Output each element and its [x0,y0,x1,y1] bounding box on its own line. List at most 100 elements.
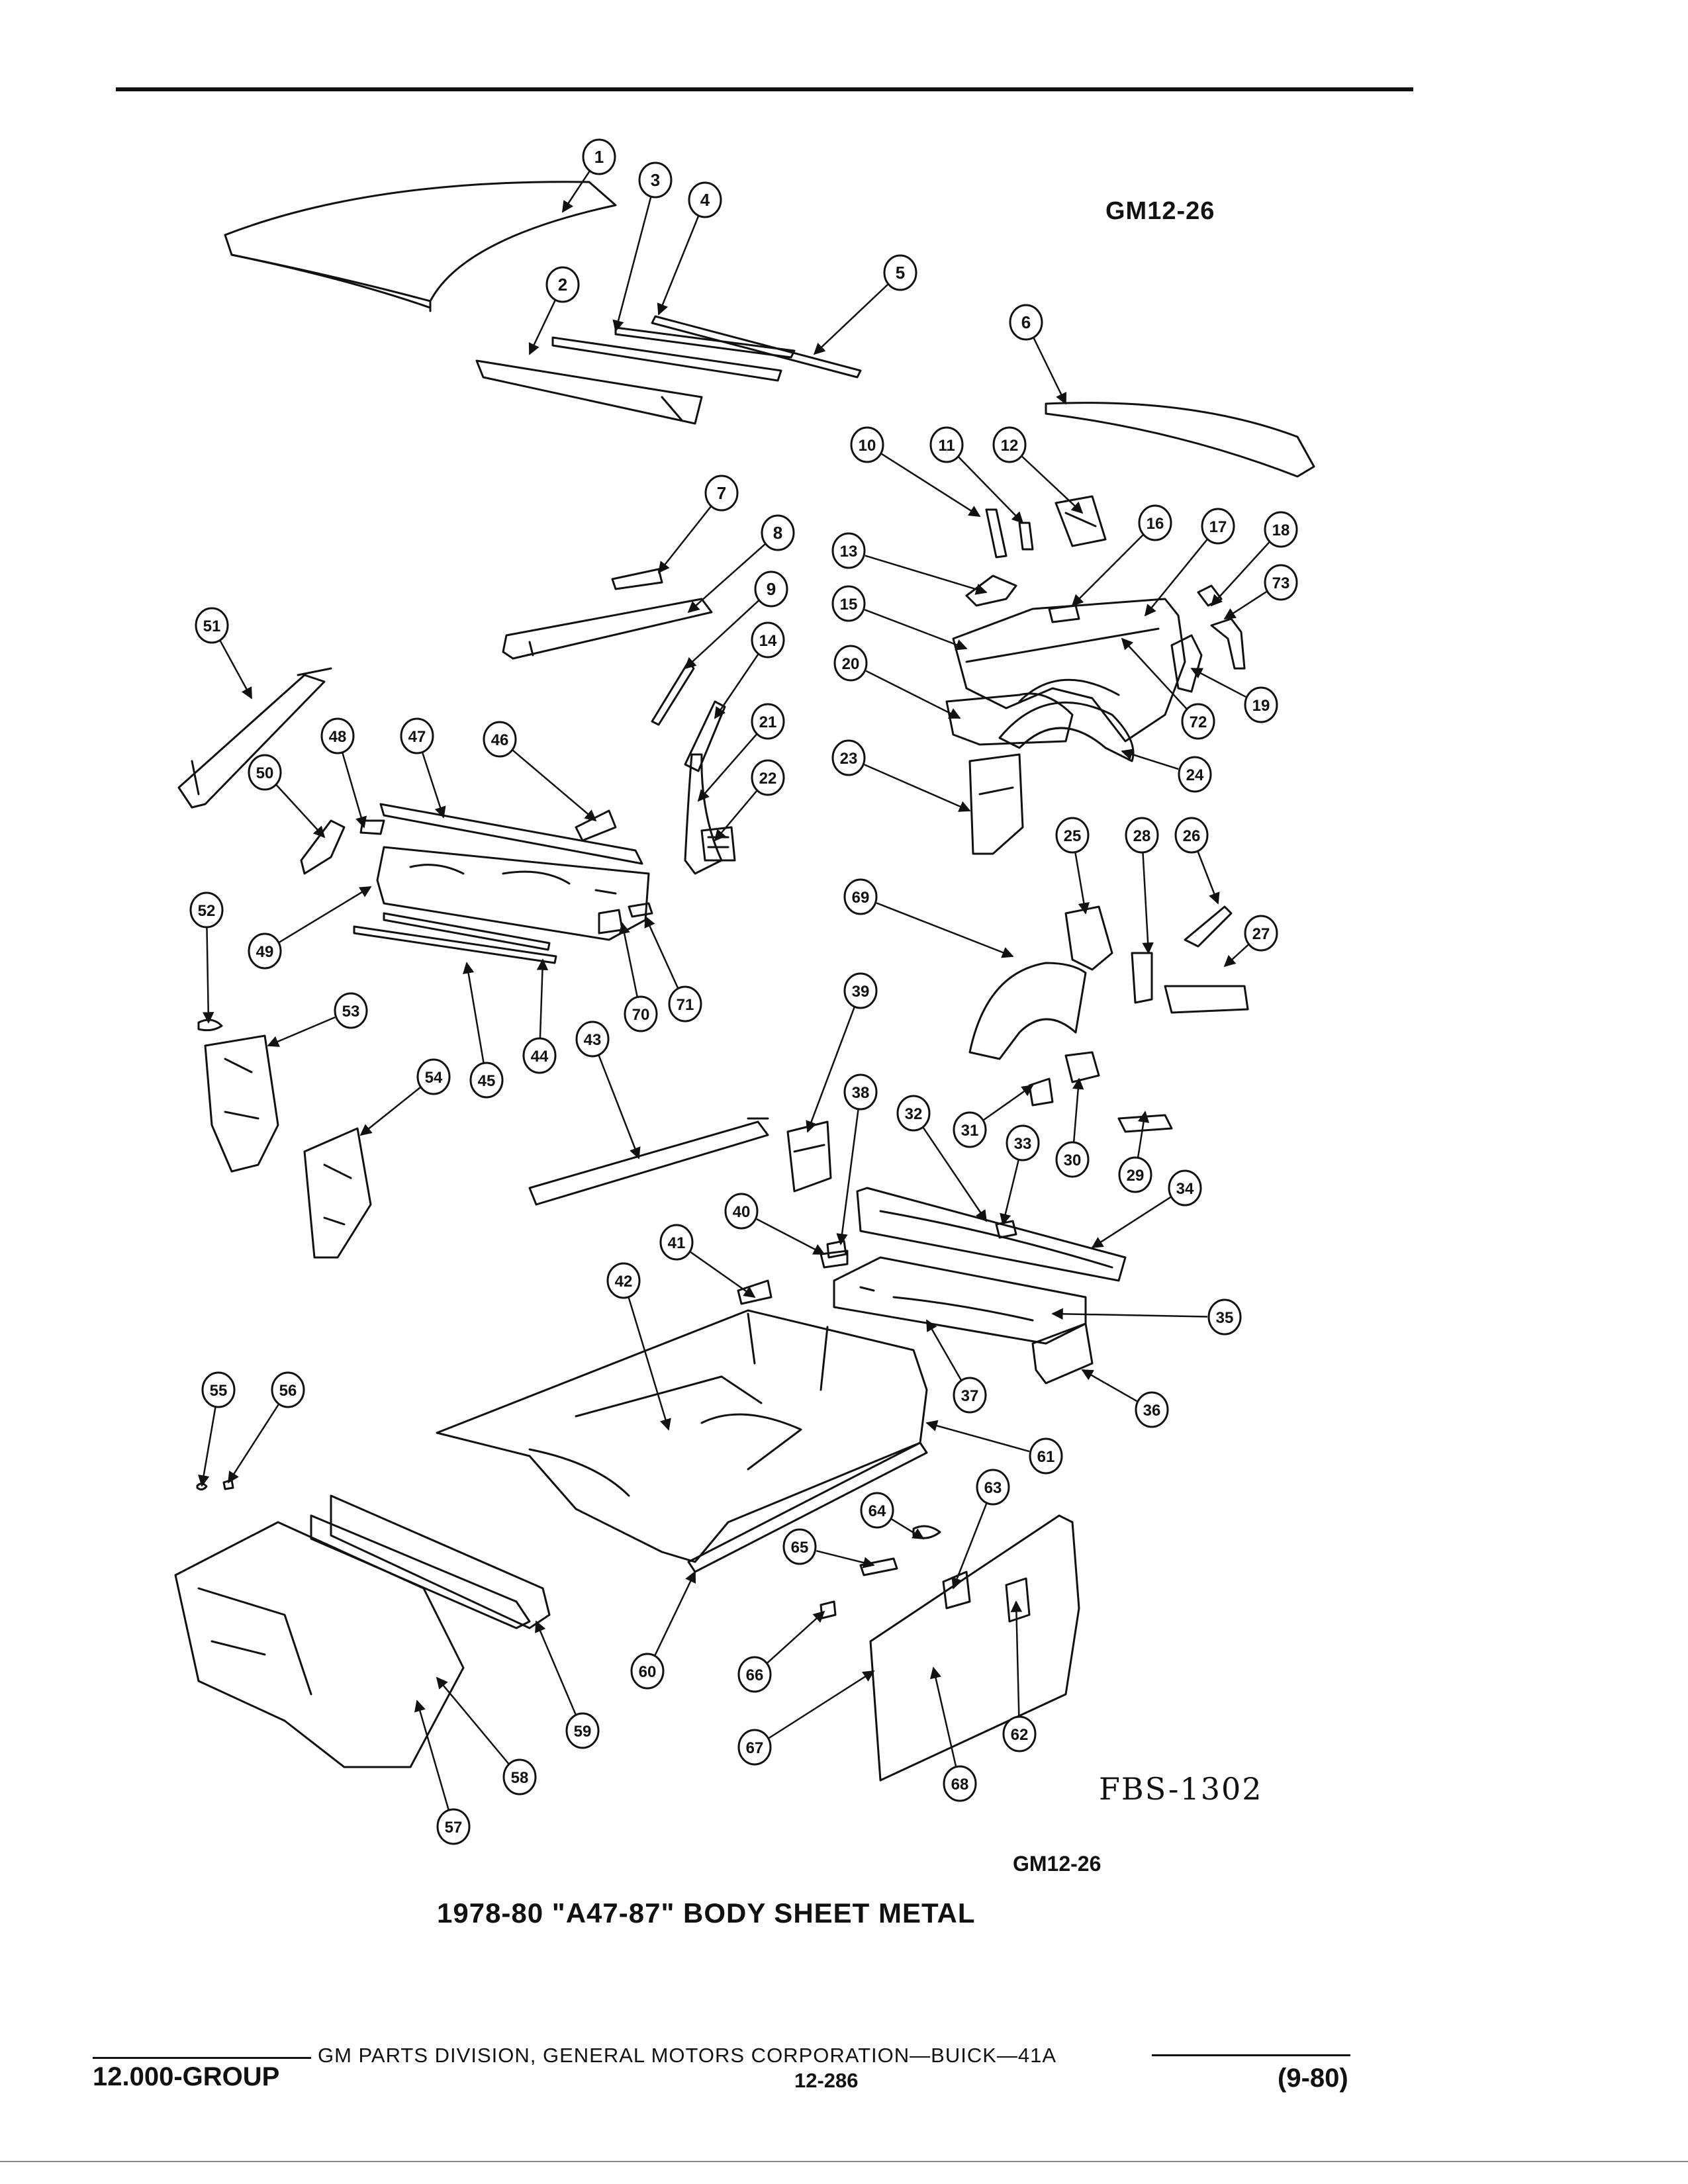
callout-circle-47 [400,717,434,754]
footer-page: 12-286 [794,2069,859,2092]
callout-circle-9 [754,570,788,608]
callout-leader-10 [881,453,981,518]
callout-circle-32 [896,1095,931,1132]
callout-circle-30 [1055,1141,1090,1178]
callout-circle-44 [522,1037,557,1074]
callout-circle-19 [1244,686,1278,723]
callout-circle-2 [545,266,580,303]
callout-leader-39 [806,1006,856,1133]
callout-number-47: 47 [408,728,426,746]
callout-number-51: 51 [203,617,221,635]
callout-circle-61 [1029,1437,1063,1475]
callout-circle-66 [737,1656,772,1693]
callout-leader-73 [1223,591,1267,620]
part-68-door-outer [869,1514,1080,1782]
callout-circle-20 [833,645,868,682]
callout-circle-50 [248,754,282,791]
callout-number-42: 42 [615,1273,633,1291]
callout-leader-3 [612,196,652,332]
part-15-17-quarter-panel [952,598,1186,743]
callout-number-64: 64 [868,1502,886,1520]
callout-leader-14 [714,653,759,719]
callout-leader-51 [219,640,253,700]
callout-circle-48 [320,717,355,754]
callout-circle-60 [630,1653,665,1690]
callout-circle-17 [1201,508,1235,545]
part-73 [1210,617,1246,670]
callout-number-29: 29 [1127,1167,1145,1185]
callout-circle-63 [976,1469,1010,1506]
part-8 [502,598,713,660]
callout-leader-67 [769,1670,875,1739]
callout-leader-50 [275,784,326,839]
part-43-rocker [528,1117,769,1206]
callout-number-23: 23 [840,750,858,768]
callout-number-63: 63 [984,1479,1002,1497]
callout-leader-58 [436,1676,510,1764]
callout-number-39: 39 [852,983,870,1001]
part-7 [611,568,663,590]
callout-leader-53 [267,1016,336,1047]
callout-number-70: 70 [632,1006,650,1024]
part-52 [197,1019,223,1032]
callout-circle-72 [1181,703,1215,740]
part-10 [985,508,1008,559]
callout-leader-6 [1033,337,1067,405]
part-45 [353,925,557,964]
callout-leader-60 [654,1570,696,1657]
callout-circle-62 [1002,1715,1037,1752]
callout-number-36: 36 [1143,1402,1161,1420]
callout-number-6: 6 [1021,312,1031,332]
callout-circle-5 [883,254,917,291]
part-27 [1164,985,1249,1014]
callout-number-52: 52 [198,902,216,920]
callout-number-11: 11 [938,437,955,455]
callout-leader-56 [227,1404,279,1484]
callout-circle-38 [843,1073,878,1111]
callout-number-62: 62 [1011,1726,1029,1744]
part-60-rocker-rail [687,1441,928,1573]
callout-number-59: 59 [574,1723,592,1741]
part-21 [684,753,723,875]
callout-leader-35 [1051,1308,1208,1320]
callout-circle-42 [606,1262,641,1299]
callout-number-37: 37 [961,1387,979,1405]
callout-number-66: 66 [746,1666,764,1684]
callout-circle-24 [1178,756,1212,793]
callout-number-15: 15 [840,596,858,614]
top-rule [116,87,1413,91]
callout-number-22: 22 [759,770,777,788]
callout-number-3: 3 [651,170,660,190]
callout-number-19: 19 [1252,697,1270,715]
callout-leader-8 [687,543,766,614]
callout-leader-26 [1197,850,1220,905]
part-25 [1064,905,1113,971]
callout-circle-40 [724,1193,759,1230]
callout-number-33: 33 [1014,1135,1032,1153]
callout-leader-15 [864,609,968,651]
part-26 [1184,905,1233,948]
callout-circle-57 [436,1808,471,1845]
callout-circle-27 [1244,915,1278,952]
callout-circle-64 [860,1492,894,1529]
callout-number-26: 26 [1183,827,1201,845]
part-33 [995,1220,1017,1239]
callout-number-68: 68 [951,1776,969,1794]
callout-number-30: 30 [1064,1152,1082,1169]
part-24-wheelhouse-outer [998,702,1135,762]
callout-circle-28 [1125,817,1159,854]
callout-leader-32 [922,1126,988,1222]
callout-number-44: 44 [531,1048,549,1066]
footer-corporation: GM PARTS DIVISION, GENERAL MOTORS CORPOR… [318,2044,1057,2067]
callout-number-9: 9 [767,579,776,599]
callout-leader-45 [463,962,485,1064]
part-46 [575,809,617,842]
callout-number-18: 18 [1272,522,1290,539]
callout-number-21: 21 [759,713,777,731]
callout-number-25: 25 [1064,827,1082,845]
part-71 [628,902,653,918]
part-11 [1018,522,1034,551]
callout-circle-52 [189,891,224,929]
part-54 [303,1127,372,1259]
callout-leader-37 [925,1319,962,1381]
